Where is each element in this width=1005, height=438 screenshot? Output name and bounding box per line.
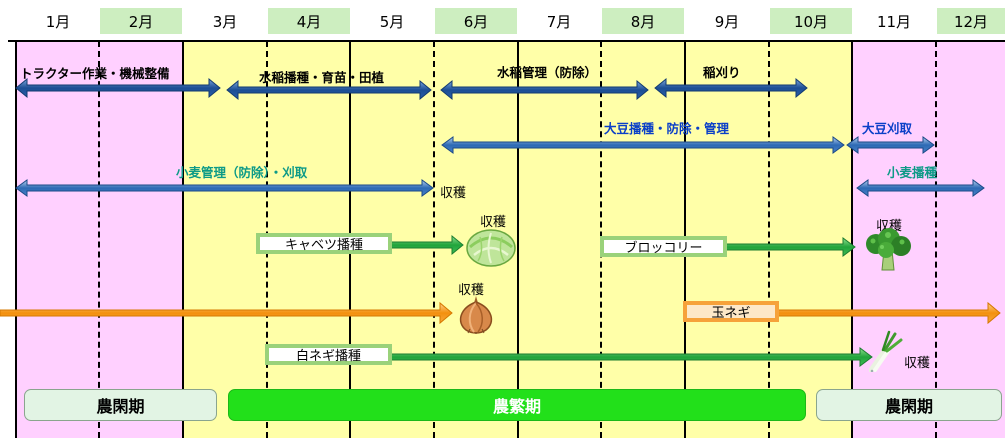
month-label: 3月 [212, 12, 238, 31]
grid-line [98, 41, 100, 438]
grid-top-line [8, 40, 1005, 42]
label-rice-manage: 水稲管理（防除） [497, 65, 598, 80]
label-tractor: トラクター作業・機械整備 [20, 66, 170, 81]
cabbage-icon [466, 229, 516, 267]
harvest-label-cabbage: 収穫 [480, 215, 507, 230]
month-label: 11月 [876, 12, 912, 31]
harvest-label-onion: 収穫 [458, 283, 485, 298]
period-idle-left: 農閑期 [24, 389, 217, 421]
leek-icon [869, 330, 903, 372]
arrow-wheat-manage [15, 179, 434, 197]
label-wheat-manage: 小麦管理（防除）・刈取 [176, 165, 308, 180]
month-label: 1月 [45, 12, 71, 31]
col-oct [769, 41, 852, 438]
month-label: 12月 [937, 8, 1005, 34]
label-rice-sow: 水稲播種・育苗・田植 [259, 70, 385, 85]
arrow-wheat-sow [856, 179, 985, 197]
grid-line [15, 41, 17, 438]
arrow-leek [389, 347, 873, 367]
arrow-rice-manage [440, 79, 649, 101]
month-label: 7月 [546, 12, 572, 31]
col-feb [99, 41, 183, 438]
arrow-soy-harvest [846, 136, 935, 154]
arrow-onion-left [0, 301, 453, 325]
harvest-label-wheat: 収穫 [440, 186, 467, 201]
label-wheat-sow: 小麦播種 [887, 165, 938, 180]
grid-line [433, 41, 435, 438]
crop-box-leek: 白ネギ播種 [265, 344, 392, 365]
crop-box-cabbage: キャベツ播種 [256, 233, 392, 254]
grid-line [182, 41, 184, 438]
label-soy-sow: 大豆播種・防除・管理 [604, 121, 730, 136]
month-label: 5月 [379, 12, 405, 31]
broccoli-icon [866, 228, 911, 271]
col-jan [16, 41, 99, 438]
arrow-tractor [15, 77, 221, 99]
col-dec [936, 41, 1005, 438]
arrow-rice-sow [226, 79, 432, 101]
period-busy: 農繁期 [228, 389, 806, 421]
month-label: 2月 [100, 8, 182, 34]
grid-line [517, 41, 519, 438]
label-rice-cut: 稲刈り [703, 65, 741, 80]
label-soy-harvest: 大豆刈取 [862, 121, 913, 136]
grid-line [935, 41, 937, 438]
col-jul [518, 41, 601, 438]
month-label: 10月 [770, 8, 852, 34]
arrow-broccoli [724, 237, 856, 257]
grid-line [768, 41, 770, 438]
arrow-cabbage [389, 234, 464, 256]
arrow-onion-right [775, 301, 1001, 325]
arrow-soy-sow [441, 136, 845, 154]
col-mar [183, 41, 267, 438]
month-label: 6月 [435, 8, 517, 34]
month-label: 4月 [268, 8, 350, 34]
onion-icon [459, 296, 493, 334]
crop-box-onion: 玉ネギ [683, 301, 779, 322]
harvest-label-leek: 収穫 [904, 356, 931, 371]
grid-line [851, 41, 853, 438]
arrow-rice-cut [654, 77, 808, 99]
period-idle-right: 農閑期 [816, 389, 1002, 421]
month-label: 9月 [714, 12, 740, 31]
month-label: 8月 [602, 8, 684, 34]
crop-box-broccoli: ブロッコリー [600, 236, 727, 257]
